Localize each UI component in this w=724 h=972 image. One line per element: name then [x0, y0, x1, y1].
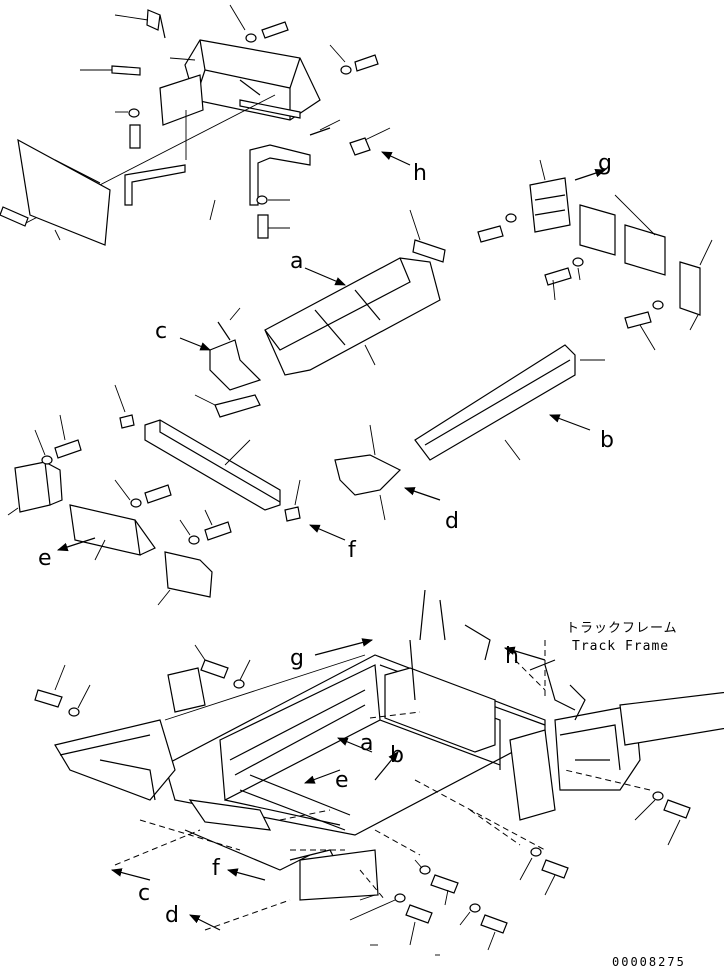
label-a-top: a — [290, 249, 303, 274]
label-c-frame: c — [138, 881, 150, 906]
label-h-top: h — [413, 161, 427, 186]
track-frame-label-en: Track Frame — [572, 639, 669, 654]
label-a-frame: a — [360, 731, 373, 756]
label-d-top: d — [445, 509, 459, 534]
label-e-frame: e — [335, 768, 349, 793]
drawing-code: 00008275 — [612, 955, 686, 969]
left-rail-assembly — [7, 384, 301, 606]
label-f-frame: f — [212, 856, 221, 881]
label-f-top: f — [348, 538, 357, 563]
label-h-frame: h — [505, 644, 519, 669]
center-guard-assembly — [194, 209, 446, 418]
label-c-top: c — [155, 319, 167, 344]
bolt-group-top — [128, 21, 379, 239]
label-d-frame: d — [165, 903, 179, 928]
label-e-top: e — [38, 546, 52, 571]
callout-arrows — [56, 151, 607, 931]
lower-bolt-group — [34, 644, 691, 956]
right-bracket-assembly — [477, 159, 713, 351]
label-b-frame: b — [390, 743, 404, 768]
track-frame-label-jp: トラックフレーム — [566, 621, 678, 636]
label-b-top: b — [600, 428, 614, 453]
label-g-frame: g — [290, 646, 304, 671]
upper-cover-assembly — [0, 4, 391, 246]
label-g-top: g — [598, 151, 612, 176]
long-bracket-b — [334, 344, 605, 521]
